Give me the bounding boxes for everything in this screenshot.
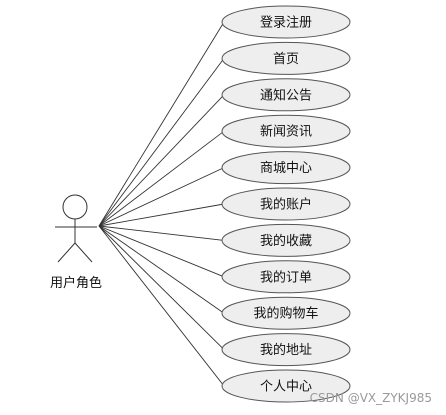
use-case: 我的地址 bbox=[221, 333, 351, 367]
use-case-label: 商城中心 bbox=[260, 161, 312, 176]
association-line bbox=[98, 130, 225, 227]
association-line bbox=[98, 225, 225, 387]
association-line bbox=[98, 167, 225, 227]
use-case-ellipse bbox=[221, 78, 351, 112]
use-case-ellipse bbox=[221, 333, 351, 367]
association-line bbox=[98, 225, 225, 350]
actor-left-leg bbox=[57, 242, 76, 263]
use-case: 我的收藏 bbox=[221, 223, 351, 257]
watermark: CSDN @VX_ZYKJ985 bbox=[310, 391, 432, 405]
association-line bbox=[98, 225, 225, 241]
actor-label: 用户角色 bbox=[50, 275, 102, 291]
use-cases: 登录注册首页通知公告新闻资讯商城中心我的账户我的收藏我的订单我的购物车我的地址个… bbox=[221, 5, 351, 403]
use-case-label: 我的地址 bbox=[260, 342, 312, 358]
association-line bbox=[98, 225, 225, 314]
use-case-label: 新闻资讯 bbox=[260, 124, 312, 140]
use-case-label: 首页 bbox=[273, 52, 299, 67]
use-case-ellipse bbox=[221, 296, 351, 330]
use-case-label: 我的订单 bbox=[260, 269, 312, 285]
use-case-ellipse bbox=[221, 369, 351, 403]
use-case-label: 个人中心 bbox=[260, 380, 312, 395]
association-line bbox=[98, 225, 225, 278]
use-case: 商城中心 bbox=[221, 151, 351, 185]
use-case-ellipse bbox=[221, 151, 351, 185]
association-line bbox=[98, 94, 225, 227]
use-case: 登录注册 bbox=[221, 5, 351, 39]
use-case-label: 我的账户 bbox=[260, 197, 312, 213]
association-line bbox=[98, 203, 225, 227]
use-case-label: 我的收藏 bbox=[260, 233, 312, 249]
use-case: 我的账户 bbox=[221, 187, 351, 221]
use-case-ellipse bbox=[221, 223, 351, 257]
use-case-label: 登录注册 bbox=[260, 16, 312, 31]
use-case-ellipse bbox=[221, 187, 351, 221]
use-case: 首页 bbox=[221, 41, 351, 75]
association-line bbox=[98, 21, 225, 227]
use-case: 我的订单 bbox=[221, 260, 351, 294]
use-case: 个人中心 bbox=[221, 369, 351, 403]
use-case: 我的购物车 bbox=[221, 296, 351, 330]
association-line bbox=[98, 58, 225, 227]
actor-right-leg bbox=[74, 242, 93, 263]
association-lines bbox=[98, 21, 225, 387]
use-case: 新闻资讯 bbox=[221, 114, 351, 148]
use-case-ellipse bbox=[221, 114, 351, 148]
actor: 用户角色 bbox=[50, 194, 102, 291]
use-case-ellipse bbox=[221, 260, 351, 294]
actor-head bbox=[62, 194, 88, 220]
use-case-ellipse bbox=[221, 41, 351, 75]
use-case-ellipse bbox=[221, 5, 351, 39]
use-case-label: 我的购物车 bbox=[253, 306, 318, 322]
use-case-label: 通知公告 bbox=[260, 87, 312, 103]
use-case: 通知公告 bbox=[221, 78, 351, 112]
